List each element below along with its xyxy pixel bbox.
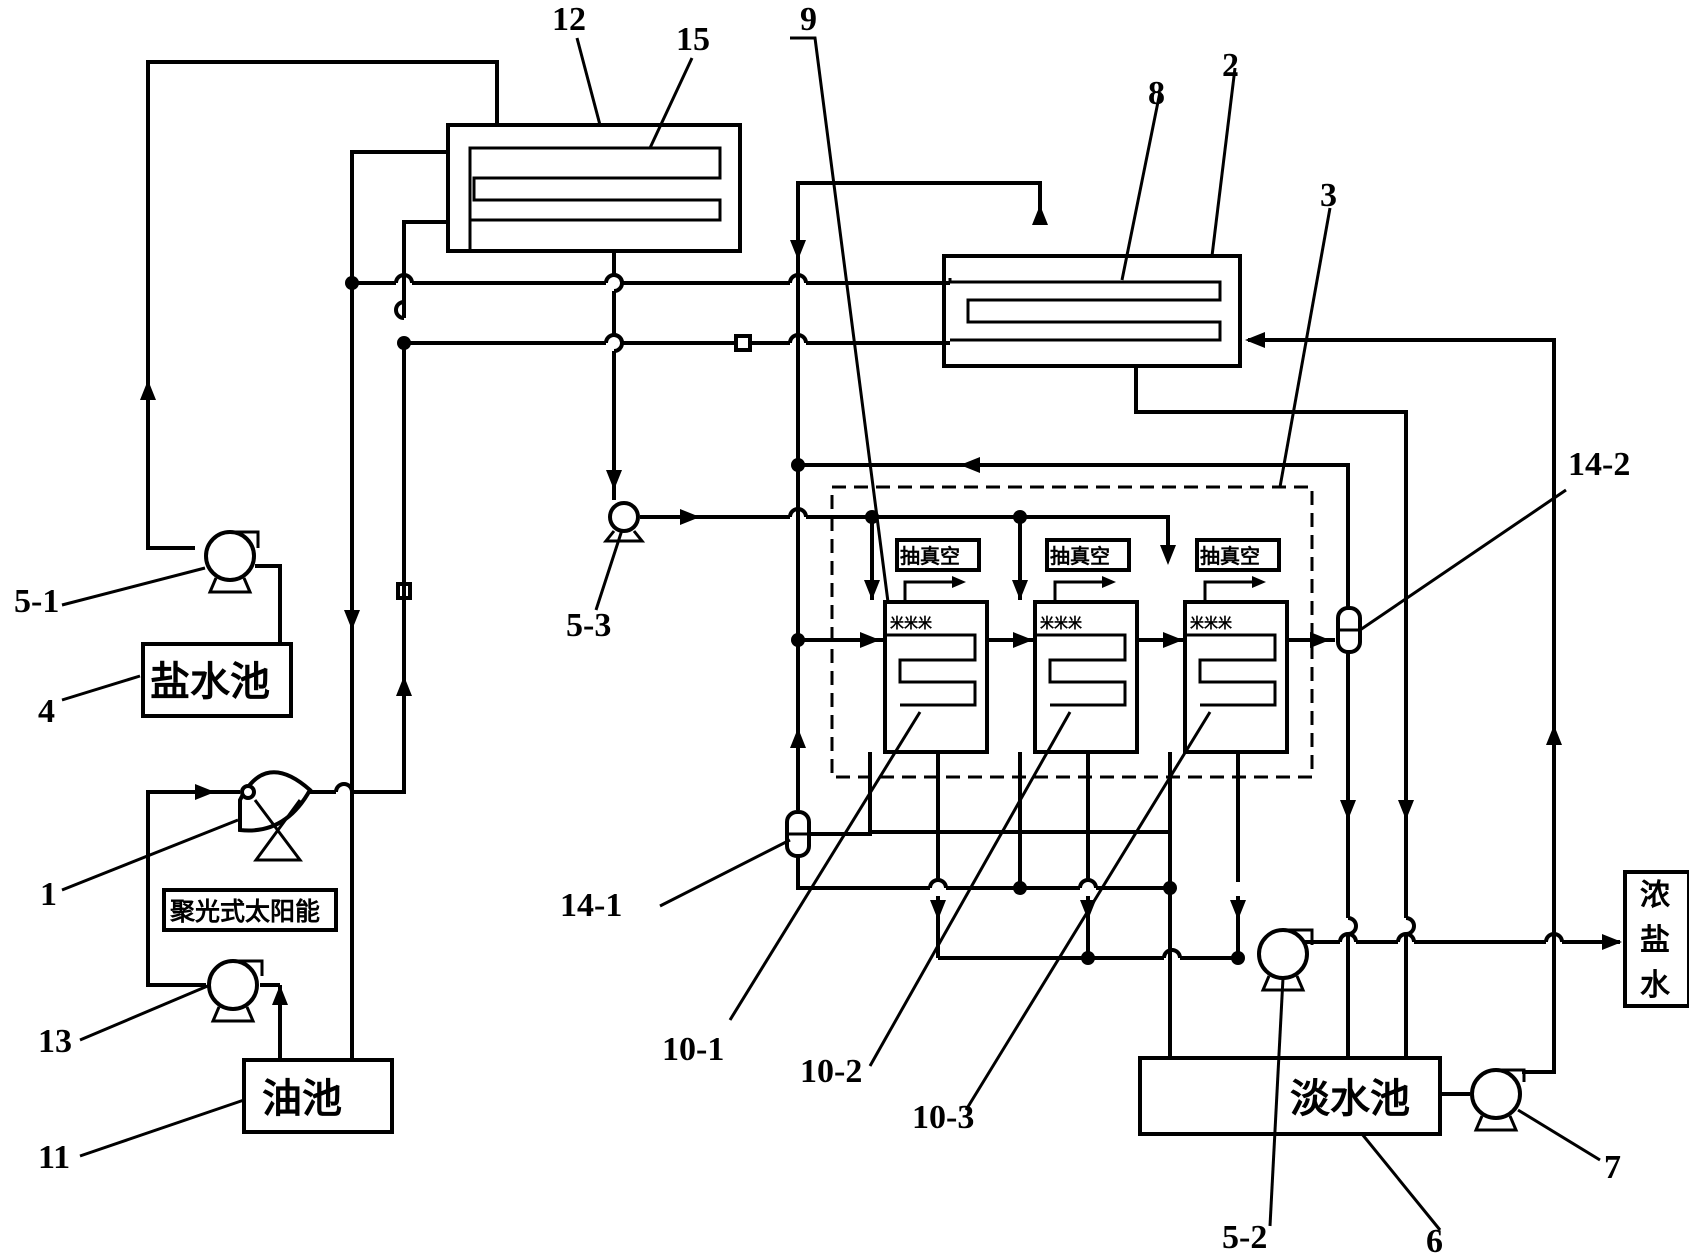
label-14-1: 14-1 — [560, 887, 622, 924]
concentrated-brine-2: 盐 — [1640, 923, 1670, 958]
solar-label: 聚光式太阳能 — [169, 897, 320, 926]
label-15: 15 — [676, 21, 710, 58]
vacuum-label-1: 抽真空 — [900, 544, 960, 568]
label-10-1: 10-1 — [662, 1031, 724, 1068]
svg-text:米米米: 米米米 — [1190, 615, 1233, 632]
concentrated-brine-3: 水 — [1640, 968, 1671, 1003]
separator-14-1 — [785, 810, 811, 858]
svg-text:米米米: 米米米 — [1040, 615, 1083, 632]
label-11: 11 — [38, 1139, 70, 1176]
pump-5-3 — [602, 501, 646, 543]
label-12: 12 — [552, 1, 586, 38]
vacuum-label-2: 抽真空 — [1050, 544, 1110, 568]
label-10-3: 10-3 — [912, 1099, 974, 1136]
label-10-2: 10-2 — [800, 1053, 862, 1090]
effect-10-2: 米米米 抽真空 — [1033, 538, 1139, 754]
label-9: 9 — [800, 1, 817, 38]
separator-14-2 — [1336, 606, 1362, 654]
svg-text:米米米: 米米米 — [890, 615, 933, 632]
label-13: 13 — [38, 1023, 72, 1060]
label-8: 8 — [1148, 75, 1165, 112]
solar-collector-1 — [238, 770, 313, 862]
label-4: 4 — [38, 693, 55, 730]
pump-7 — [1470, 1068, 1526, 1132]
pump-5-1 — [204, 530, 260, 594]
evaporator-assembly-3 — [830, 485, 1314, 779]
effect-10-1: 米米米 抽真空 — [883, 538, 989, 754]
label-1: 1 — [40, 876, 57, 913]
label-5-2: 5-2 — [1222, 1219, 1267, 1253]
leader-lines — [61, 36, 1601, 1231]
brine-pool-label: 盐水池 — [150, 659, 270, 705]
concentrated-brine-1: 浓 — [1640, 878, 1671, 913]
coil-15 — [468, 146, 722, 250]
label-5-1: 5-1 — [14, 583, 59, 620]
vacuum-label-3: 抽真空 — [1200, 544, 1260, 568]
label-14-2: 14-2 — [1568, 446, 1630, 483]
label-7: 7 — [1604, 1149, 1621, 1186]
pump-13 — [207, 959, 264, 1023]
label-3: 3 — [1320, 177, 1337, 214]
coil-8 — [948, 278, 1222, 342]
fresh-water-pool-label: 淡水池 — [1290, 1076, 1410, 1122]
heat-exchanger-12 — [446, 123, 742, 253]
pump-5-2 — [1257, 928, 1314, 992]
heat-exchanger-2 — [942, 254, 1242, 368]
label-5-3: 5-3 — [566, 607, 611, 644]
label-6: 6 — [1426, 1223, 1443, 1253]
oil-pool-label: 油池 — [262, 1076, 342, 1122]
label-2: 2 — [1222, 47, 1239, 84]
effect-10-3: 米米米 抽真空 — [1183, 538, 1289, 754]
